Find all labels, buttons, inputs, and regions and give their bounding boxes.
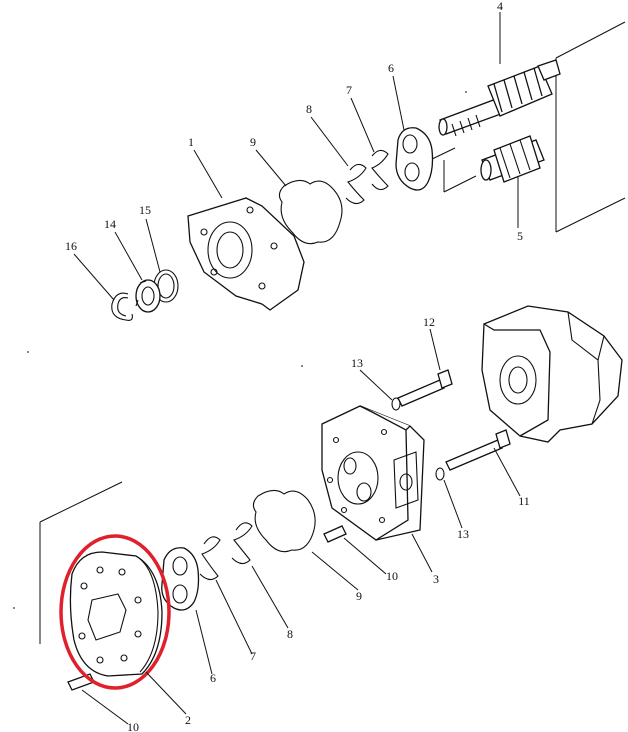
scan-specks (13, 91, 467, 609)
callout-13-lower: 13 (457, 527, 469, 541)
part-9-upper-gasket (278, 179, 343, 245)
callout-16: 16 (65, 239, 77, 253)
callout-labels: 4 6 7 8 9 1 15 14 16 5 12 13 11 13 3 10 … (65, 0, 530, 732)
callout-2: 2 (185, 713, 191, 727)
part-5-driven-gear (480, 135, 545, 183)
leader-lines (73, 12, 521, 725)
part-10-lower-dowel-pin (67, 673, 95, 691)
callout-8-upper: 8 (306, 102, 312, 116)
callout-3: 3 (433, 572, 439, 586)
callout-10-upper: 10 (386, 569, 398, 583)
upper-frame-lines (429, 21, 626, 233)
rear-pump-partial (481, 305, 623, 443)
callout-7-lower: 7 (250, 649, 256, 663)
callout-15: 15 (139, 203, 151, 217)
callout-8-lower: 8 (287, 627, 293, 641)
callout-1: 1 (188, 135, 194, 149)
part-10-upper-dowel-pin (323, 525, 347, 543)
part-13-lower-washer (435, 467, 445, 481)
part-4-drive-shaft (438, 59, 561, 137)
part-6-upper-bushing-plate (395, 127, 434, 191)
callout-9-upper: 9 (250, 135, 256, 149)
callout-6-upper: 6 (388, 61, 394, 75)
part-7-lower-seal (199, 536, 221, 581)
callout-4: 4 (497, 0, 503, 13)
highlight-ellipse (59, 534, 171, 690)
part-11-bolt (445, 429, 511, 471)
callout-12: 12 (423, 315, 435, 329)
callout-5: 5 (517, 229, 523, 243)
callout-10-lower: 10 (127, 720, 139, 732)
callout-13-upper: 13 (351, 356, 363, 370)
part-9-lower-gasket (252, 489, 316, 553)
part-1-front-cover (187, 197, 305, 311)
part-7-upper-seal (371, 149, 389, 191)
part-14-oil-seal (135, 279, 161, 313)
callout-14: 14 (104, 217, 116, 231)
callout-11: 11 (518, 494, 530, 508)
part-16-snap-ring (111, 292, 133, 321)
part-8-upper-seal (345, 163, 367, 205)
lower-frame-lines (39, 481, 123, 644)
part-3-gear-housing (321, 405, 425, 541)
part-13-upper-washer (391, 397, 401, 411)
callout-7-upper: 7 (346, 83, 352, 97)
part-12-bolt (397, 369, 453, 407)
callout-6-lower: 6 (210, 671, 216, 685)
part-2-rear-cover (69, 551, 163, 677)
callout-9-lower: 9 (356, 589, 362, 603)
part-8-lower-seal (231, 522, 253, 565)
